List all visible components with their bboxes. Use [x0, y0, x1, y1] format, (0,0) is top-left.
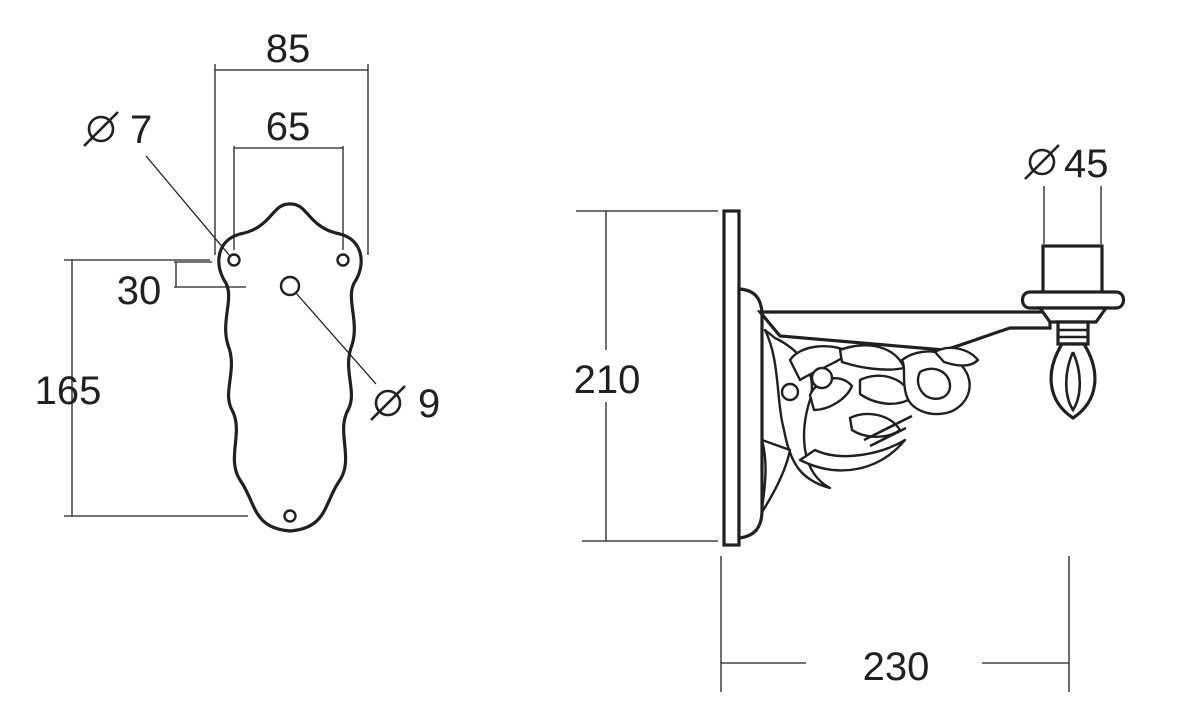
front-view: 85 65 7 30 165 9 [35, 27, 440, 533]
hole-7-label: 7 [130, 108, 152, 152]
lamp-finial-detail [1064, 351, 1082, 413]
center-hole [279, 275, 301, 297]
lamp-socket-collar [1056, 320, 1090, 346]
mounting-hole-right [336, 253, 350, 267]
lamp-socket-top [1041, 244, 1104, 296]
dim-210-label-bg [566, 350, 650, 402]
dim-30-label: 30 [117, 269, 162, 313]
hole-7-leader [145, 155, 231, 257]
wall-plate-outline [217, 202, 363, 533]
plate-side [722, 209, 741, 547]
lamp-socket-flange [1020, 290, 1126, 310]
dim-65-label: 65 [266, 105, 311, 149]
bracket-base [737, 287, 764, 540]
mounting-hole-left [227, 253, 241, 267]
dim-45-label: 45 [1064, 142, 1109, 186]
hole-9-leader [295, 292, 377, 385]
diameter-symbol-9 [370, 385, 406, 421]
diameter-symbol-45 [1024, 144, 1060, 180]
diameter-symbol-7 [83, 111, 119, 147]
side-view: 45 210 230 [566, 142, 1126, 692]
bracket-scrollwork [760, 328, 980, 514]
lamp-finial [1049, 342, 1097, 420]
lamp-socket-neck [1036, 306, 1110, 324]
dim-85-label: 85 [266, 27, 311, 71]
bracket-arm [756, 310, 1052, 352]
bottom-hole [283, 509, 297, 523]
dim-165-label: 165 [35, 369, 102, 413]
dim-210-label: 210 [574, 358, 641, 402]
dim-230-label: 230 [863, 645, 930, 689]
hole-9-label: 9 [418, 382, 440, 426]
